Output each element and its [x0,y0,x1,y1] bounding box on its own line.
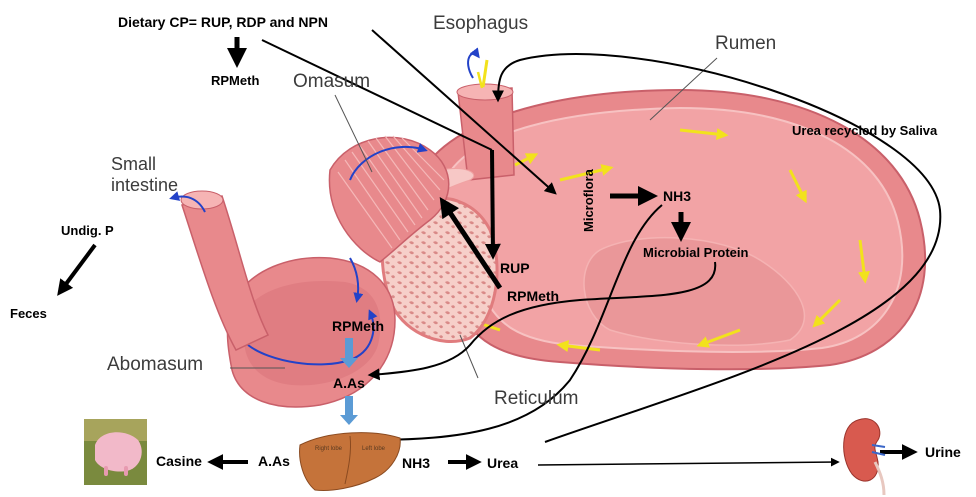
urea-label: Urea [487,455,518,471]
dietary-cp-label: Dietary CP= RUP, RDP and NPN [118,14,328,30]
small-intestine-label-line1: Small [111,154,178,175]
esophagus-label: Esophagus [433,13,528,35]
nh3-rumen-label: NH3 [663,188,691,204]
aas-liver-label: A.As [258,453,290,469]
urea-recycled-label: Urea recycled by Saliva [792,123,937,138]
microflora-label: Microflora [581,169,596,232]
urine-label: Urine [925,444,961,460]
casine-label: Casine [156,453,202,469]
cow-udder-image [84,419,147,485]
abomasum-label: Abomasum [107,354,203,376]
rpmeth-mid-label: RPMeth [507,288,559,304]
aas-abomasum-label: A.As [333,375,365,391]
liver-organ [300,433,401,491]
undigested-protein-label: Undig. P [61,223,114,238]
liver-left-lobe-label: Left lobe [362,446,385,452]
rpmeth-top-label: RPMeth [211,73,259,88]
small-intestine-organ [172,191,268,350]
kidney-organ [844,419,885,495]
small-intestine-label-line2: intestine [111,175,178,196]
small-intestine-label: Small intestine [111,154,178,196]
feces-label: Feces [10,306,47,321]
esophagus-organ [457,53,514,180]
omasum-label: Omasum [293,71,370,93]
rumen-label: Rumen [715,33,776,55]
liver-right-lobe-label: Right lobe [315,446,342,452]
reticulum-label: Reticulum [494,388,578,410]
microbial-protein-label: Microbial Protein [643,245,748,260]
rpmeth-abomasum-label: RPMeth [332,318,384,334]
rup-label: RUP [500,260,530,276]
nh3-liver-label: NH3 [402,455,430,471]
